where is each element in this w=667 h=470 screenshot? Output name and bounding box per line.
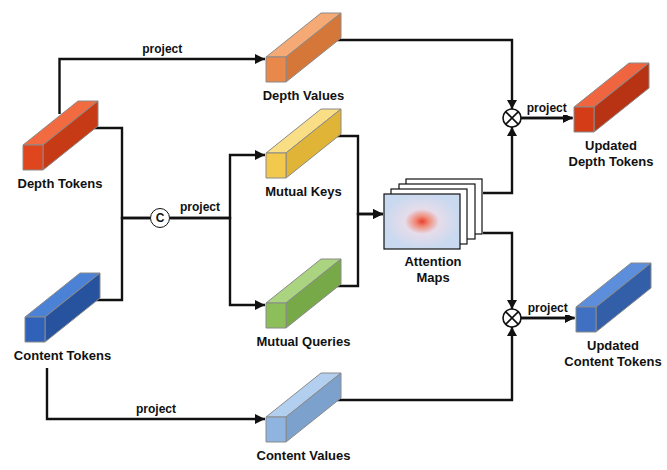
token-cuboid xyxy=(265,372,342,444)
attention-node: Attention Maps xyxy=(383,178,483,286)
token-node: Updated Depth Tokens xyxy=(566,62,656,170)
connector-arrow xyxy=(323,318,575,400)
attention-map-stack xyxy=(383,178,483,250)
token-node: Mutual Queries xyxy=(241,258,366,350)
token-cuboid xyxy=(573,62,650,134)
node-label: Updated Depth Tokens xyxy=(566,138,656,170)
connector-arrow xyxy=(483,118,573,193)
node-label: Updated Content Tokens xyxy=(562,338,664,370)
multiply-symbol xyxy=(503,100,521,136)
concat-symbol: C xyxy=(156,212,165,224)
connector-arrow xyxy=(170,155,265,218)
token-cuboid xyxy=(22,100,99,172)
node-label: Depth Values xyxy=(241,88,366,104)
token-cuboid xyxy=(24,272,101,344)
token-node: Depth Tokens xyxy=(5,100,115,192)
token-cuboid xyxy=(575,262,652,334)
connector-arrow xyxy=(323,40,573,118)
token-node: Content Values xyxy=(241,372,366,464)
node-label: Content Values xyxy=(241,448,366,464)
connector-arrow xyxy=(47,368,265,419)
concat-circle: C xyxy=(150,208,170,228)
edge-label: project xyxy=(178,200,222,214)
token-node: Content Tokens xyxy=(5,272,120,364)
token-node: Updated Content Tokens xyxy=(562,262,664,370)
token-cuboid xyxy=(265,12,342,84)
multiply-symbol xyxy=(503,300,521,336)
node-label: Depth Tokens xyxy=(5,176,115,192)
connector-arrow xyxy=(170,218,265,305)
connector-arrow xyxy=(483,233,575,318)
node-label: Content Tokens xyxy=(5,348,120,364)
edge-label: project xyxy=(140,42,184,56)
connector-arrow xyxy=(80,128,151,218)
node-label: Mutual Queries xyxy=(241,334,366,350)
connector-arrow xyxy=(323,136,383,214)
edge-label: project xyxy=(134,402,178,416)
node-label: Mutual Keys xyxy=(241,184,366,200)
node-label: Attention Maps xyxy=(395,254,471,286)
token-node: Mutual Keys xyxy=(241,108,366,200)
token-cuboid xyxy=(265,108,342,180)
token-node: Depth Values xyxy=(241,12,366,104)
edge-label: project xyxy=(526,301,570,315)
token-cuboid xyxy=(265,258,342,330)
edge-label: project xyxy=(525,101,569,115)
